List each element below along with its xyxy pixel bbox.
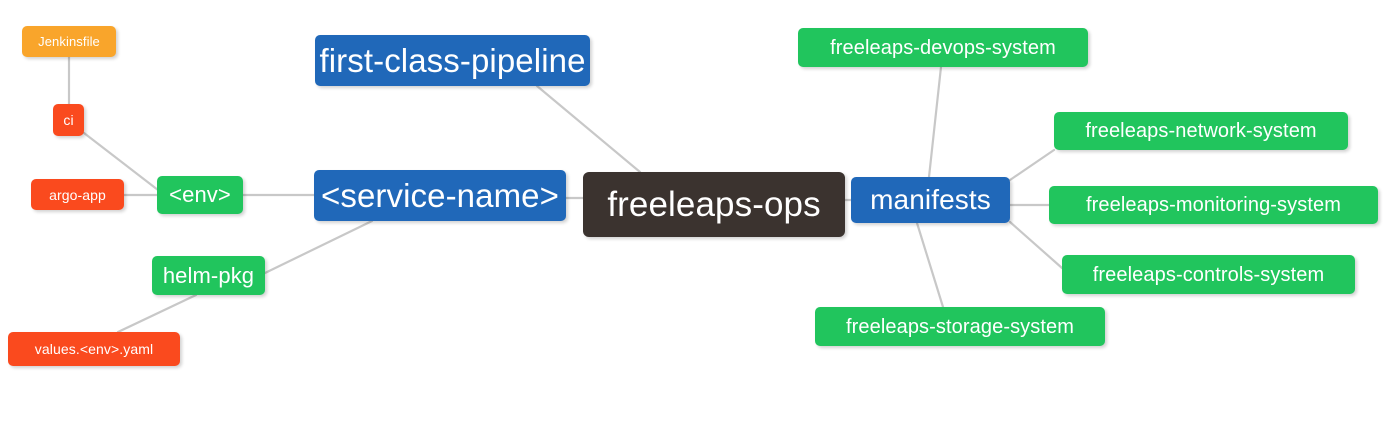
node-manifests[interactable]: manifests	[851, 177, 1010, 223]
node-freeleaps-storage-system[interactable]: freeleaps-storage-system	[815, 307, 1105, 346]
node-service-name-label: <service-name>	[320, 177, 559, 214]
node-freeleaps-network-system[interactable]: freeleaps-network-system	[1054, 112, 1348, 150]
node-helm-pkg[interactable]: helm-pkg	[152, 256, 265, 295]
node-freeleaps-controls-system[interactable]: freeleaps-controls-system	[1062, 255, 1355, 294]
edge-devops-manifests	[927, 65, 943, 179]
edge-network-manifests	[1008, 148, 1056, 182]
edge-storage-manifests	[915, 221, 945, 309]
node-manifests-label: manifests	[870, 184, 991, 215]
node-freeleaps-storage-system-label: freeleaps-storage-system	[845, 315, 1075, 338]
node-first-class-pipeline-label: first-class-pipeline	[319, 42, 586, 79]
node-freeleaps-network-system-label: freeleaps-network-system	[1085, 120, 1317, 142]
node-values-yaml[interactable]: values.<env>.yaml	[8, 332, 180, 366]
node-helm-pkg-label: helm-pkg	[162, 262, 255, 288]
node-freeleaps-monitoring-system-label: freeleaps-monitoring-system	[1085, 194, 1341, 216]
node-values-yaml-label: values.<env>.yaml	[34, 341, 154, 357]
node-jenkinsfile[interactable]: Jenkinsfile	[22, 26, 116, 57]
edge-valuesyaml-helmpkg	[116, 293, 198, 334]
node-argo-app-label: argo-app	[49, 186, 106, 203]
node-env[interactable]: <env>	[157, 176, 243, 214]
node-root-freeleaps-ops[interactable]: freeleaps-ops	[583, 172, 845, 237]
node-freeleaps-devops-system[interactable]: freeleaps-devops-system	[798, 28, 1088, 67]
node-jenkinsfile-label: Jenkinsfile	[38, 34, 100, 49]
node-first-class-pipeline[interactable]: first-class-pipeline	[315, 35, 590, 86]
edge-helmpkg-servicename	[263, 219, 374, 275]
node-freeleaps-monitoring-system[interactable]: freeleaps-monitoring-system	[1049, 186, 1378, 224]
node-freeleaps-devops-system-label: freeleaps-devops-system	[830, 36, 1056, 59]
edge-controls-manifests	[1008, 220, 1064, 270]
node-argo-app[interactable]: argo-app	[31, 179, 124, 210]
node-root-label: freeleaps-ops	[607, 185, 821, 224]
node-ci-label: ci	[63, 112, 74, 128]
node-env-label: <env>	[169, 182, 231, 207]
node-freeleaps-controls-system-label: freeleaps-controls-system	[1092, 263, 1325, 286]
node-ci[interactable]: ci	[53, 104, 84, 136]
edge-firstclass-root	[535, 84, 642, 174]
node-service-name[interactable]: <service-name>	[314, 170, 566, 221]
